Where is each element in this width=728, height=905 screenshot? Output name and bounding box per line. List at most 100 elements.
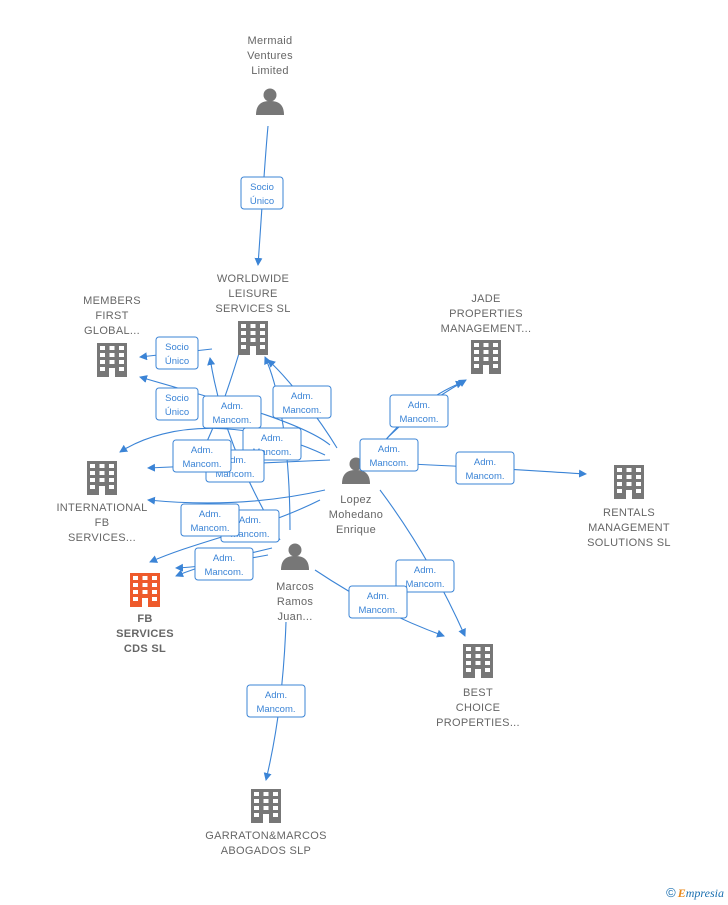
node-label-line: SERVICES SL (215, 303, 290, 315)
edge-label[interactable]: Adm. Mancom. (272, 385, 332, 419)
edge-label-text: Adm. (265, 690, 287, 701)
edge-label-text: Adm. (221, 401, 243, 412)
node-jade[interactable]: JADE PROPERTIES MANAGEMENT... (441, 293, 532, 374)
node-label-line: PROPERTIES... (436, 717, 520, 729)
node-label-line: Ramos (277, 596, 314, 608)
building-icon (463, 644, 493, 678)
node-label-line: GARRATON&MARCOS (205, 830, 326, 842)
node-label-line: Marcos (276, 581, 314, 593)
edge-label-box (240, 176, 284, 210)
node-label-line: Juan... (277, 611, 312, 623)
edge-label-text: Adm. (474, 457, 496, 468)
edge-label-text: Mancom. (190, 523, 229, 534)
node-label-line: RENTALS (603, 507, 655, 519)
edge-label-text: Mancom. (256, 704, 295, 715)
node-international[interactable]: INTERNATIONALFBSERVICES... (56, 461, 147, 544)
edge-label-box (348, 585, 408, 619)
edge-label-text: Adm. (291, 391, 313, 402)
building-icon (614, 465, 644, 499)
edge-label-text: Mancom. (465, 471, 504, 482)
node-marcos[interactable]: MarcosRamosJuan... (276, 543, 314, 624)
node-label-line: FIRST (95, 310, 128, 322)
edge-label-text: Mancom. (252, 447, 291, 458)
edge-label[interactable]: Adm. Mancom. (455, 451, 515, 485)
edge-label-text: Socio (250, 182, 274, 193)
node-label-line: SOLUTIONS SL (587, 537, 671, 549)
edge-label-box (202, 395, 262, 429)
node-label-line: Limited (251, 65, 289, 77)
node-label-line: MANAGEMENT (588, 522, 670, 534)
edge-label-box (155, 336, 199, 370)
person-icon (281, 543, 309, 570)
node-label-line: LEISURE (228, 288, 277, 300)
node-garraton[interactable]: GARRATON&MARCOS ABOGADOS SLP (205, 789, 326, 857)
edge-label-text: Adm. (408, 400, 430, 411)
edge-label-box (155, 387, 199, 421)
edge-label-text: Mancom. (230, 529, 269, 540)
edge-label[interactable]: Adm.Mancom. (389, 394, 449, 428)
edge-label[interactable]: Adm.Mancom. (172, 439, 232, 473)
edge-label-text: Único (165, 356, 189, 367)
edge-label-text: Único (165, 407, 189, 418)
edge-label[interactable]: Adm. Mancom. (246, 684, 306, 718)
edge-label[interactable]: Adm.Mancom. (348, 585, 408, 619)
edge-label-box (272, 385, 332, 419)
edge-label-text: Mancom. (405, 579, 444, 590)
edge-label-text: Mancom. (369, 458, 408, 469)
node-label-line: INTERNATIONAL (56, 502, 147, 514)
edge-label-text: Mancom. (204, 567, 243, 578)
edge-label[interactable]: Adm. Mancom. (202, 395, 262, 429)
node-label-line: Lopez (340, 494, 371, 506)
edge-label[interactable]: Adm. Mancom. (359, 438, 419, 472)
edge-label-box (455, 451, 515, 485)
brand-initial: E (677, 886, 686, 900)
node-label-line: Mermaid (248, 35, 293, 47)
edge-label-text: Adm. (191, 445, 213, 456)
building-icon (251, 789, 281, 823)
edge-label-box (194, 547, 254, 581)
node-best[interactable]: BESTCHOICEPROPERTIES... (436, 644, 520, 729)
edge-label-box (359, 438, 419, 472)
edge-label-text: Adm. (261, 433, 283, 444)
edge-label-text: Adm. (367, 591, 389, 602)
node-members[interactable]: MEMBERSFIRSTGLOBAL... (83, 295, 141, 377)
edge-label-box (246, 684, 306, 718)
edge-label-text: Adm. (199, 509, 221, 520)
edge-label-box (389, 394, 449, 428)
node-rentals[interactable]: RENTALS MANAGEMENT SOLUTIONS SL (587, 465, 671, 549)
edge-label-text: Socio (165, 393, 189, 404)
relation-edge-12 (379, 489, 466, 637)
building-icon (87, 461, 117, 495)
node-label-line: JADE (471, 293, 500, 305)
node-label-line: FB (137, 613, 152, 625)
edge-label-box (172, 439, 232, 473)
edge-label-text: Adm. (224, 455, 246, 466)
building-icon (130, 573, 160, 607)
edge-label[interactable]: Adm. Mancom. (180, 503, 240, 537)
node-label-line: MANAGEMENT... (441, 323, 532, 335)
edge-label[interactable]: Adm. Mancom. (194, 547, 254, 581)
edge-label-text: Mancom. (212, 415, 251, 426)
copyright-icon: © (666, 885, 676, 900)
nodes-layer: MermaidVenturesLimitedWORLDWIDELEISURESE… (56, 35, 670, 857)
node-label-line: PROPERTIES (449, 308, 523, 320)
node-label-line: ABOGADOS SLP (221, 845, 311, 857)
empresia-logo[interactable]: ©Empresia (666, 885, 724, 901)
edge-label[interactable]: Adm.Mancom. (395, 559, 455, 593)
node-label-line: Mohedano (329, 509, 383, 521)
edge-label-text: Adm. (378, 444, 400, 455)
edge-label-text: Mancom. (282, 405, 321, 416)
node-label-line: Ventures (247, 50, 293, 62)
edge-label-text: Adm. (213, 553, 235, 564)
edge-labels-layer: SocioÚnicoSocioÚnicoSocioÚnicoAdm.Mancom… (155, 176, 515, 718)
node-label-line: CHOICE (456, 702, 501, 714)
node-label-line: MEMBERS (83, 295, 141, 307)
